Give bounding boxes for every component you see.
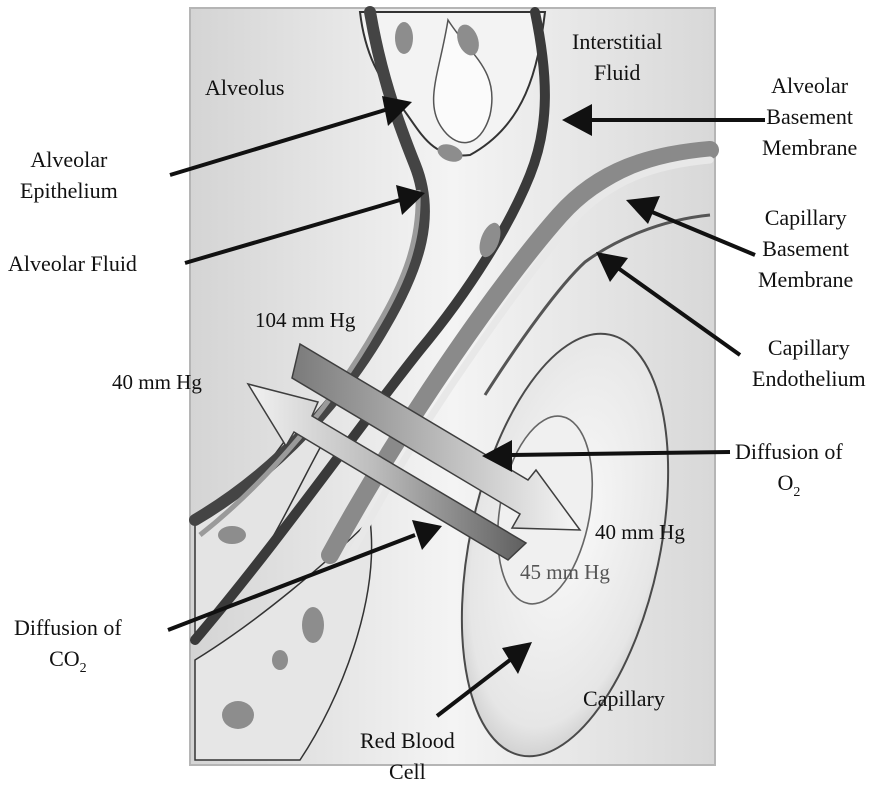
diffusion-co2-line-1: Diffusion of bbox=[14, 612, 122, 643]
interstitial-line-1: Interstitial bbox=[572, 26, 662, 57]
label-capillary: Capillary bbox=[583, 683, 665, 714]
capillary-text: Capillary bbox=[583, 686, 665, 711]
label-capillary-basement-membrane: Capillary Basement Membrane bbox=[758, 202, 853, 295]
label-red-blood-cell: Red Blood Cell bbox=[360, 725, 455, 787]
value-alveolar-pco2: 40 mm Hg bbox=[112, 370, 202, 395]
value-capillary-po2: 40 mm Hg bbox=[595, 520, 685, 545]
epithelium-line-2: Epithelium bbox=[20, 175, 118, 206]
label-alveolus: Alveolus bbox=[205, 72, 284, 103]
cbm-line-1: Capillary bbox=[758, 202, 853, 233]
cbm-line-2: Basement bbox=[758, 233, 853, 264]
value-alveolar-po2: 104 mm Hg bbox=[255, 308, 355, 333]
o2-subscript: 2 bbox=[793, 485, 800, 500]
endothelium-line-2: Endothelium bbox=[752, 363, 866, 394]
diffusion-co2-line-2: CO2 bbox=[14, 643, 122, 678]
value-capillary-pco2: 45 mm Hg bbox=[520, 560, 610, 585]
endothelium-line-1: Capillary bbox=[752, 332, 866, 363]
cbm-line-3: Membrane bbox=[758, 264, 853, 295]
o2-chem: O bbox=[777, 470, 793, 495]
rbc-line-1: Red Blood bbox=[360, 725, 455, 756]
label-diffusion-o2: Diffusion of O2 bbox=[735, 436, 843, 502]
abm-line-2: Basement bbox=[762, 101, 857, 132]
interstitial-line-2: Fluid bbox=[572, 57, 662, 88]
label-capillary-endothelium: Capillary Endothelium bbox=[752, 332, 866, 394]
rbc-line-2: Cell bbox=[360, 756, 455, 787]
label-alveolar-fluid: Alveolar Fluid bbox=[8, 248, 137, 279]
abm-line-1: Alveolar bbox=[762, 70, 857, 101]
epithelium-line-1: Alveolar bbox=[20, 144, 118, 175]
label-alveolar-basement-membrane: Alveolar Basement Membrane bbox=[762, 70, 857, 163]
label-alveolar-epithelium: Alveolar Epithelium bbox=[20, 144, 118, 206]
alveolus-text: Alveolus bbox=[205, 75, 284, 100]
alveolar-fluid-text: Alveolar Fluid bbox=[8, 251, 137, 276]
label-interstitial-fluid: Interstitial Fluid bbox=[572, 26, 662, 88]
abm-line-3: Membrane bbox=[762, 132, 857, 163]
co2-subscript: 2 bbox=[80, 661, 87, 676]
label-diffusion-co2: Diffusion of CO2 bbox=[14, 612, 122, 678]
diffusion-o2-line-2: O2 bbox=[735, 467, 843, 502]
co2-chem: CO bbox=[49, 646, 80, 671]
diffusion-o2-line-1: Diffusion of bbox=[735, 436, 843, 467]
